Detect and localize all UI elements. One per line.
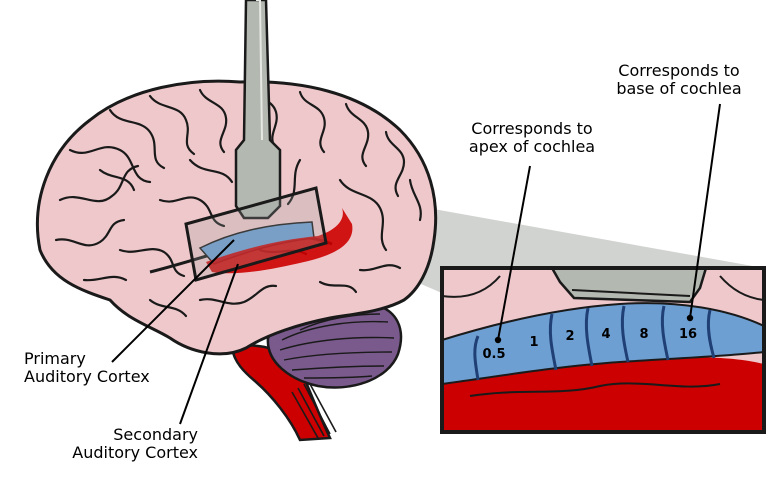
inset-frame (440, 266, 766, 434)
zoom-box-small (184, 186, 328, 282)
inset-band-separators (473, 305, 716, 381)
freq-label: 1 (529, 335, 538, 350)
label-line: apex of cochlea (468, 137, 596, 156)
brainstem-fibers (291, 383, 337, 439)
freq-label: 16 (679, 327, 697, 342)
leader-secondary (179, 263, 239, 425)
freq-label: 2 (565, 329, 574, 344)
leader-lines (111, 103, 721, 425)
label-secondary-auditory-cortex: Secondary Auditory Cortex (40, 426, 198, 462)
freq-label: 0.5 (482, 347, 505, 362)
inset-electrode (549, 266, 708, 304)
electrode-highlight (256, 0, 263, 141)
label-line: Auditory Cortex (24, 367, 150, 386)
label-line: Secondary (113, 425, 198, 444)
leader-base (689, 103, 721, 319)
label-line: Corresponds to (471, 119, 593, 138)
inset-secondary-cortex (442, 357, 764, 432)
frequency-labels: 0.5 1 2 4 8 16 (482, 327, 697, 362)
cerebellum-folds (279, 313, 395, 379)
freq-label: 8 (639, 327, 648, 342)
label-base-of-cochlea: Corresponds to base of cochlea (604, 62, 754, 98)
label-line: Auditory Cortex (72, 443, 198, 462)
electrode-shaft (234, 0, 282, 220)
label-apex-of-cochlea: Corresponds to apex of cochlea (452, 120, 612, 156)
label-line: Corresponds to (618, 61, 740, 80)
freq-label: 4 (601, 327, 610, 342)
label-line: Primary (24, 349, 86, 368)
label-line: base of cochlea (616, 79, 742, 98)
leader-primary (111, 239, 235, 363)
secondary-auditory-cortex-small (206, 208, 353, 274)
leader-apex (497, 165, 531, 341)
label-primary-auditory-cortex: Primary Auditory Cortex (24, 350, 150, 386)
inset-zoom: 0.5 1 2 4 8 16 (440, 266, 766, 434)
